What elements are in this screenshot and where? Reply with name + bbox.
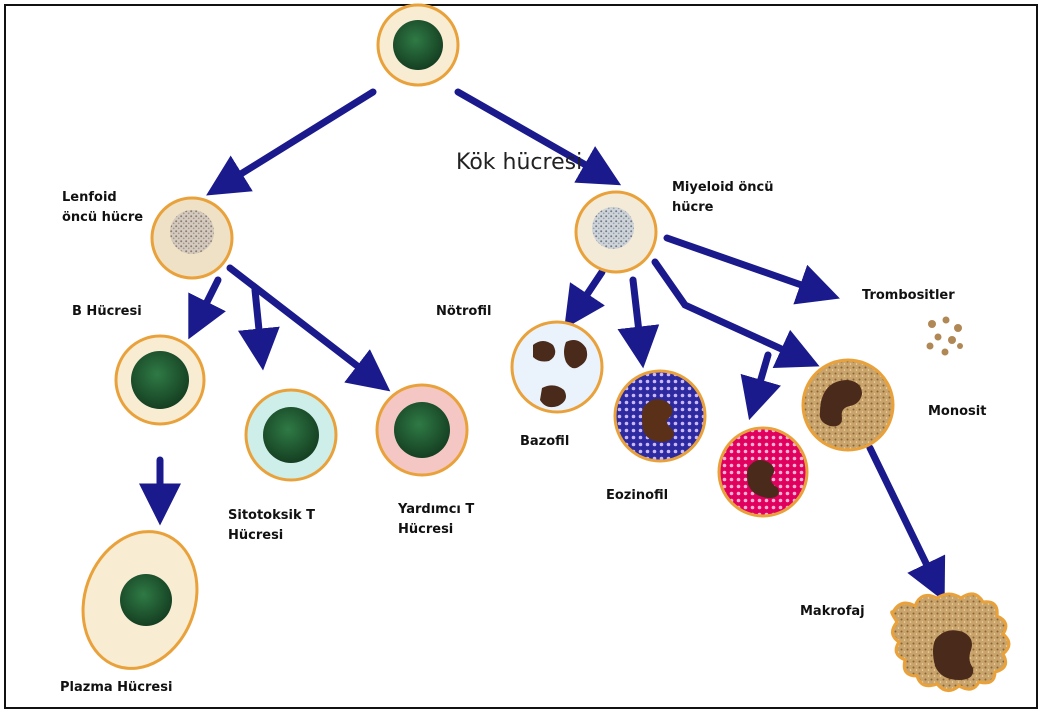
platelets [927,317,964,356]
monocyte-cell [803,360,893,450]
label-plasma-cell: Plazma Hücresi [60,678,172,698]
label-basophil: Bazofil [520,432,569,452]
arrow-lymphoid-to-cytotoxic [255,290,262,360]
stem-cell-nucleus [393,20,443,70]
arrow-myeloid-to-basophil [570,272,602,320]
label-eosinophil: Eozinofil [606,486,668,506]
label-b-cell: B Hücresi [72,302,142,322]
arrow-lymphoid-to-b-cell [193,280,218,330]
label-myeloid-progenitor: Miyeloid öncü hücre [672,178,792,218]
label-monocyte: Monosit [928,402,986,422]
label-macrophage: Makrofaj [800,602,865,622]
arrow-monocyte-to-macrophage [870,448,940,592]
plasma-cell [64,515,215,684]
lymphoid-progenitor-cell [152,198,232,278]
stem-cell [378,5,458,85]
arrow-myeloid-to-platelets [667,238,830,295]
stem-cell-title: Kök hücresi [456,150,582,175]
helper-t-cell [377,385,467,475]
b-cell [116,336,204,424]
cytotoxic-t-cell [246,390,336,480]
myeloid-progenitor-cell [576,192,656,272]
arrow-lymphoid-to-helper [230,268,382,385]
label-neutrophil: Nötrofil [436,302,491,322]
macrophage-cell [892,594,1009,691]
arrow-to-neutrophil [752,355,768,410]
neutrophil-cell [719,428,807,516]
arrow-stem-to-lymphoid [215,92,373,190]
basophil-cell [512,322,602,412]
label-platelets: Trombositler [862,286,955,306]
arrow-myeloid-to-eosinophil [633,280,642,358]
label-helper-t-cell: Yardımcı T Hücresi [398,500,498,540]
label-cytotoxic-t-cell: Sitotoksik T Hücresi [228,506,328,546]
eosinophil-cell [615,371,705,461]
label-lymphoid-progenitor: Lenfoid öncü hücre [62,188,144,228]
